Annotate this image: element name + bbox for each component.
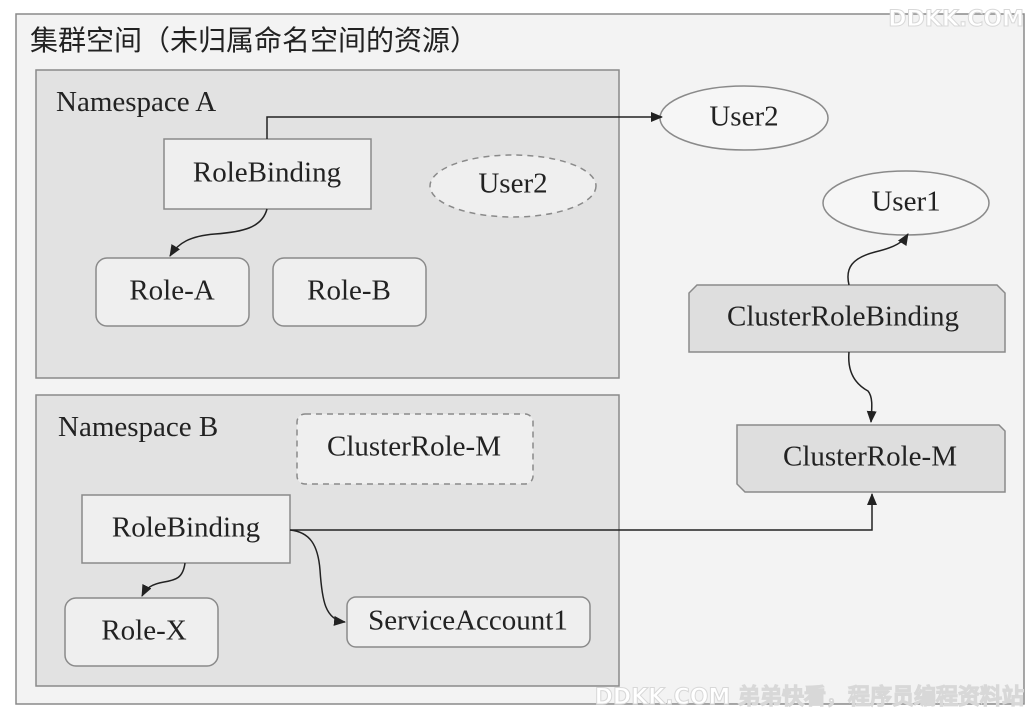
role-b-label: Role-B — [307, 275, 391, 307]
arrow-rolebinding-b-to-role-x — [141, 562, 186, 597]
cluster-user2-label: User2 — [709, 101, 778, 133]
role-x-box — [64, 597, 219, 667]
watermark-top: DDKK.COM — [888, 7, 1024, 32]
role-a-label: Role-A — [129, 275, 214, 307]
namespace-b-rolebinding-label: RoleBinding — [112, 512, 260, 544]
role-x-label: Role-X — [101, 615, 186, 647]
cluster-role-binding-box — [688, 284, 1006, 353]
watermark-bottom: DDKK.COM 弟弟快看，程序员编程资料站 — [595, 684, 1024, 709]
cluster-role-binding-label: ClusterRoleBinding — [727, 301, 959, 333]
namespace-a-title: Namespace A — [56, 86, 216, 118]
service-account-box — [346, 596, 591, 648]
arrow-clusterrolebinding-to-clusterrole — [848, 351, 877, 423]
namespace-a-user2-ghost-ellipse — [429, 154, 597, 218]
arrow-rolebinding-b-to-clusterrole — [290, 493, 877, 531]
namespace-b-clusterrole-ghost-box — [296, 413, 534, 485]
arrow-rolebinding-a-to-user2 — [266, 112, 663, 139]
arrow-clusterrolebinding-to-user1 — [847, 233, 909, 286]
cluster-space-title: 集群空间（未归属命名空间的资源） — [30, 24, 478, 57]
namespace-a-rolebinding-label: RoleBinding — [193, 157, 341, 189]
cluster-user1-label: User1 — [871, 186, 940, 218]
arrow-rolebinding-a-to-role-a — [169, 208, 268, 257]
cluster-role-box — [736, 424, 1006, 493]
namespace-b-rolebinding-box — [81, 494, 291, 564]
service-account-label: ServiceAccount1 — [368, 605, 568, 637]
cluster-role-label: ClusterRole-M — [783, 441, 957, 473]
role-a-box — [95, 257, 250, 327]
namespace-a-user2-ghost-label: User2 — [478, 168, 547, 200]
namespace-b-title: Namespace B — [58, 411, 218, 443]
namespace-b-clusterrole-ghost-label: ClusterRole-M — [327, 431, 501, 463]
role-b-box — [272, 257, 427, 327]
arrow-rolebinding-b-to-service-account — [289, 529, 346, 626]
